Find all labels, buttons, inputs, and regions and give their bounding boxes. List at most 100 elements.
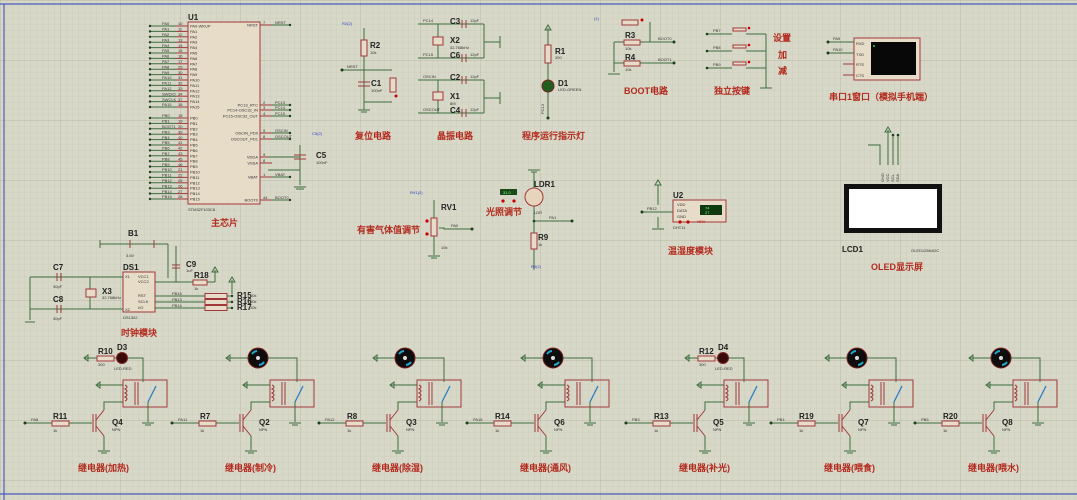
r4-resistor[interactable] (623, 60, 641, 67)
push-button[interactable] (732, 44, 747, 49)
reset-button[interactable] (389, 77, 397, 93)
pin-terminal[interactable] (288, 103, 292, 107)
terminal-screen[interactable] (871, 42, 916, 75)
pin-terminal[interactable] (148, 160, 152, 163)
relay[interactable] (416, 379, 462, 408)
r3-resistor[interactable] (623, 39, 641, 46)
input-terminal[interactable] (170, 421, 174, 425)
rv1-probe[interactable]: RV1(2) (410, 190, 423, 195)
pin-terminal[interactable] (148, 149, 152, 152)
base-resistor[interactable] (198, 420, 217, 427)
pin-terminal[interactable] (148, 89, 152, 93)
base-resistor[interactable] (941, 420, 960, 427)
relay[interactable] (868, 379, 914, 408)
pullup-resistor[interactable] (204, 305, 228, 311)
pin-terminal[interactable] (148, 51, 152, 55)
rv1-potentiometer[interactable] (430, 217, 438, 237)
pin-terminal[interactable] (148, 192, 152, 195)
x3-crystal[interactable] (85, 288, 97, 298)
pin-terminal[interactable] (288, 137, 292, 141)
r18-resistor[interactable] (192, 279, 208, 286)
rtc-module[interactable]: B1 3.6V DS1 DS1302 X1 X2 VCC1 VCC2 RST S… (25, 229, 256, 338)
uart-terminal[interactable]: RXD TXD RTS CTS PA9 PA10 串口1窗口（模拟手机端） (826, 36, 934, 102)
pin-terminal[interactable] (148, 138, 152, 141)
boot-button[interactable] (621, 19, 639, 26)
base-resistor[interactable] (493, 420, 512, 427)
boot-probe[interactable]: (1) (594, 16, 600, 21)
relay[interactable] (564, 379, 610, 408)
oled-display[interactable]: GND VCC SCL SDA LCD1 OLED12864I2C OLED显示… (842, 126, 942, 272)
ldr1-sensor[interactable] (524, 187, 544, 207)
led-resistor[interactable] (697, 355, 716, 362)
run-led-circuit[interactable]: R1 300 D1 LED-GREEN PC13 程序运行指示灯 (522, 24, 585, 141)
pin-terminal[interactable] (288, 175, 292, 179)
led-red[interactable] (116, 352, 128, 364)
relay[interactable] (122, 379, 168, 408)
pin-terminal[interactable] (288, 198, 292, 202)
input-terminal[interactable] (769, 421, 773, 425)
pin-terminal[interactable] (148, 57, 152, 60)
light-adjust-circuit[interactable]: 31.0 LDR1 LDR PA1 R9 1k R9(2) 光照调节 (485, 169, 574, 270)
push-button[interactable] (732, 27, 747, 32)
dht-temp-button[interactable] (678, 220, 682, 224)
pin-terminal[interactable] (148, 100, 152, 103)
ds1302-chip[interactable] (122, 271, 156, 313)
r1-resistor[interactable] (544, 44, 552, 64)
pin-terminal[interactable] (148, 35, 152, 38)
input-terminal[interactable] (913, 421, 917, 425)
base-resistor[interactable] (345, 420, 364, 427)
pin-terminal[interactable] (148, 105, 152, 109)
pin-terminal[interactable] (148, 187, 152, 190)
pullup-resistor[interactable] (204, 299, 228, 305)
pin-terminal[interactable] (148, 122, 152, 125)
pin-terminal[interactable] (148, 95, 152, 98)
relay[interactable] (723, 379, 769, 408)
pin-terminal[interactable] (148, 127, 152, 130)
pin-terminal[interactable] (148, 68, 152, 71)
x1-crystal[interactable] (432, 91, 444, 101)
input-terminal[interactable] (317, 421, 321, 425)
pin-terminal[interactable] (148, 133, 152, 136)
pin-terminal[interactable] (148, 197, 152, 201)
pin-terminal[interactable] (288, 108, 292, 112)
base-resistor[interactable] (652, 420, 671, 427)
relay[interactable] (269, 379, 315, 408)
reset-circuit[interactable]: R2(2) R2 10k NRST C1 100nF 复位电路 (340, 21, 398, 141)
x2-crystal[interactable] (432, 36, 444, 46)
r2-resistor[interactable] (360, 39, 368, 57)
dht-hum-button[interactable] (686, 220, 690, 224)
pin-terminal[interactable] (148, 84, 152, 87)
led-resistor[interactable] (96, 355, 115, 362)
boot-circuit[interactable]: (1) R3 10k R4 10k BOOT0 BOOT1 BOOT电路 (594, 16, 676, 96)
base-resistor[interactable] (51, 420, 70, 427)
input-terminal[interactable] (23, 421, 27, 425)
input-terminal[interactable] (624, 421, 628, 425)
pin-terminal[interactable] (148, 24, 152, 28)
r9-probe[interactable]: R9(2) (531, 264, 542, 269)
pin-terminal[interactable] (148, 181, 152, 184)
pin-terminal[interactable] (148, 165, 152, 168)
pin-terminal[interactable] (288, 23, 292, 27)
pin-terminal[interactable] (148, 46, 152, 49)
pin-terminal[interactable] (148, 62, 152, 65)
pin-terminal[interactable] (148, 30, 152, 33)
pin-terminal[interactable] (148, 116, 152, 120)
base-resistor[interactable] (797, 420, 816, 427)
pin-terminal[interactable] (148, 143, 152, 147)
pin-terminal[interactable] (148, 78, 152, 82)
gas-adjust-circuit[interactable]: RV1(2) PA0 RV1 10k 有害气体值调节 (357, 190, 474, 259)
d1-led-green[interactable] (541, 79, 555, 93)
pin-terminal[interactable] (148, 176, 152, 179)
relay[interactable] (1012, 379, 1058, 408)
crystal-circuit[interactable]: PC14 PC15 C3 12pF X2 32.768kHz C6 12pF O… (418, 17, 501, 141)
reset-probe[interactable]: R2(2) (342, 21, 353, 26)
mcu-body[interactable] (187, 21, 261, 205)
